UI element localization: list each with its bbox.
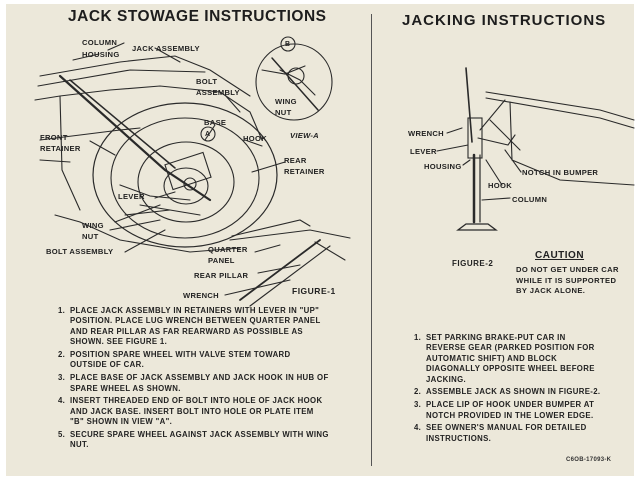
jacking-title: JACKING INSTRUCTIONS (402, 12, 607, 29)
figure-2-caption: FIGURE-2 (452, 259, 494, 268)
figure-1-caption: FIGURE-1 (292, 286, 336, 296)
list-item: 5.SECURE SPARE WHEEL AGAINST JACK ASSEMB… (58, 430, 329, 450)
label-hook: HOOK (243, 134, 267, 143)
label-base: BASE (204, 118, 227, 127)
part-number: C6OB-17093-K (566, 457, 612, 463)
jacking-steps-list: 1.SET PARKING BRAKE-PUT CAR IN REVERSE G… (414, 333, 604, 447)
label-column-right: COLUMN (512, 195, 548, 204)
list-item: 4.INSERT THREADED END OF BOLT INTO HOLE … (58, 396, 323, 427)
list-item: 1.SET PARKING BRAKE-PUT CAR IN REVERSE G… (414, 333, 595, 384)
caution-heading: CAUTION (535, 250, 585, 261)
callout-a: A (205, 131, 211, 138)
label-jack-assembly: JACK ASSEMBLY (132, 44, 200, 53)
label-rear-retainer: REAR RETAINER (284, 156, 325, 176)
list-item: 3.PLACE LIP OF HOOK UNDER BUMPER AT NOTC… (414, 400, 595, 420)
label-column: COLUMN (82, 38, 118, 47)
label-bolt-assembly-bottom: BOLT ASSEMBLY (46, 247, 114, 256)
label-notch-in-bumper: NOTCH IN BUMPER (522, 168, 599, 177)
label-hook-right: HOOK (488, 181, 512, 190)
label-housing-right: HOUSING (424, 162, 462, 171)
list-item: 1.PLACE JACK ASSEMBLY IN RETAINERS WITH … (58, 306, 321, 347)
label-view-a: VIEW-A (290, 131, 319, 140)
label-lever: LEVER (118, 192, 145, 201)
caution-text: DO NOT GET UNDER CAR WHILE IT IS SUPPORT… (516, 265, 619, 295)
list-item: 4.SEE OWNER'S MANUAL FOR DETAILED INSTRU… (414, 423, 587, 443)
callout-b: B (285, 41, 291, 48)
label-housing: HOUSING (82, 50, 120, 59)
label-bolt-assembly-top: BOLT ASSEMBLY (196, 77, 240, 97)
label-wing-nut-bottom: WING NUT (82, 221, 104, 241)
label-lever-right: LEVER (410, 147, 437, 156)
list-item: 2.ASSEMBLE JACK AS SHOWN IN FIGURE-2. (414, 387, 601, 397)
list-item: 2.POSITION SPARE WHEEL WITH VALVE STEM T… (58, 350, 291, 370)
jack-stowage-title: JACK STOWAGE INSTRUCTIONS (68, 8, 327, 25)
label-front-retainer: FRONT RETAINER (40, 133, 81, 153)
label-wrench-right: WRENCH (408, 129, 444, 138)
label-quarter-panel: QUARTER PANEL (208, 245, 248, 265)
column-divider (371, 14, 372, 466)
label-wrench-left: WRENCH (183, 291, 219, 300)
label-wing-nut-top: WING NUT (275, 97, 297, 117)
label-rear-pillar: REAR PILLAR (194, 271, 249, 280)
stowage-steps-list: 1.PLACE JACK ASSEMBLY IN RETAINERS WITH … (58, 306, 330, 453)
list-item: 3.PLACE BASE OF JACK ASSEMBLY AND JACK H… (58, 373, 329, 393)
